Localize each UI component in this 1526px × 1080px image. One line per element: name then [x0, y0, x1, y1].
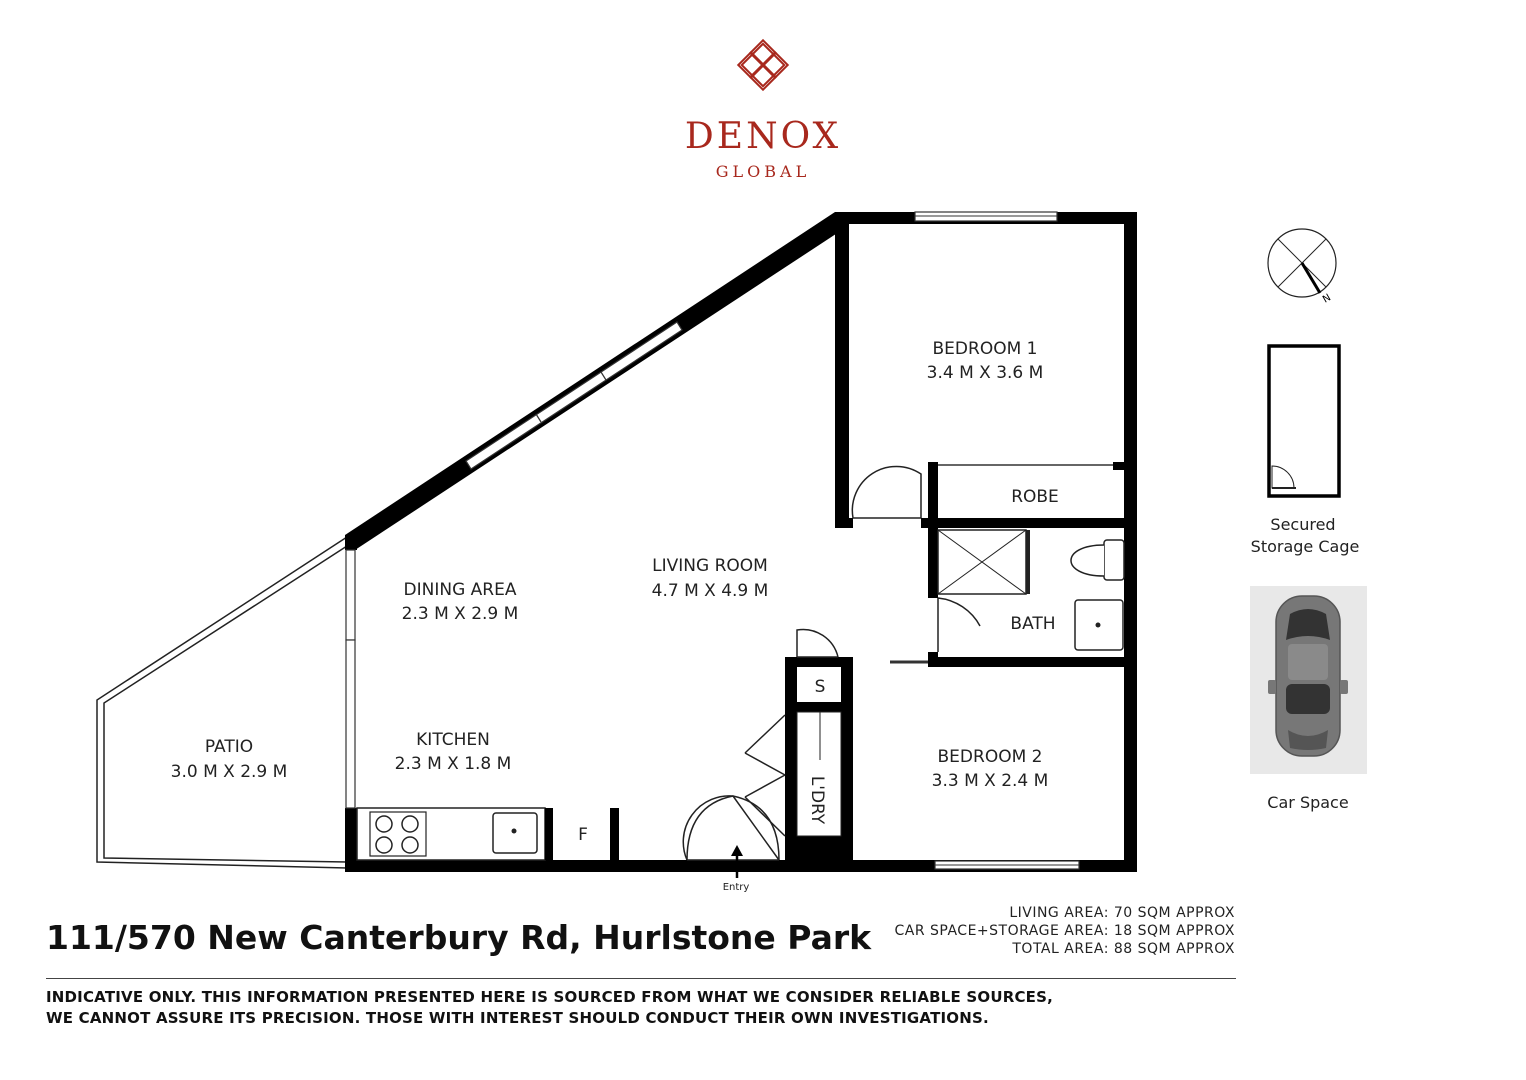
- storage-cage-line2: Storage Cage: [1251, 537, 1360, 556]
- kitchen-name: KITCHEN: [416, 730, 490, 750]
- living-name: LIVING ROOM: [652, 556, 768, 576]
- compass-north-label: N: [1321, 292, 1333, 305]
- kitchen-dims: 2.3 M X 1.8 M: [395, 754, 512, 774]
- brand-subtitle: GLOBAL: [716, 162, 810, 181]
- robe-name: ROBE: [1011, 487, 1059, 507]
- car-icon: [1268, 595, 1348, 757]
- north-compass-icon: N: [1267, 228, 1337, 306]
- disclaimer-line-1: INDICATIVE ONLY. THIS INFORMATION PRESEN…: [46, 988, 1054, 1006]
- area-summary: LIVING AREA: 70 SQM APPROX CAR SPACE+STO…: [895, 904, 1236, 958]
- divider: [46, 978, 1236, 979]
- disclaimer-line-2: WE CANNOT ASSURE ITS PRECISION. THOSE WI…: [46, 1009, 989, 1027]
- car-space-label: Car Space: [1267, 793, 1348, 812]
- brand-name: DENOX: [685, 116, 841, 157]
- bedroom1-dims: 3.4 M X 3.6 M: [927, 363, 1044, 383]
- laundry-label: L'DRY: [807, 776, 827, 825]
- bath-name: BATH: [1010, 614, 1055, 634]
- kitchen-fixtures: [356, 807, 619, 861]
- bedroom1-walls: [835, 212, 1137, 528]
- knot-logo-icon: [736, 38, 790, 92]
- patio-dims: 3.0 M X 2.9 M: [171, 762, 288, 782]
- living-dims: 4.7 M X 4.9 M: [652, 581, 769, 601]
- car-storage-area-line: CAR SPACE+STORAGE AREA: 18 SQM APPROX: [894, 923, 1235, 939]
- property-address: 111/570 New Canterbury Rd, Hurlstone Par…: [46, 918, 872, 957]
- entry-door: [682, 795, 780, 878]
- storage-cage-icon: Secured Storage Cage: [1251, 344, 1360, 556]
- bedroom2-dims: 3.3 M X 2.4 M: [932, 771, 1049, 791]
- brand-logo: DENOX GLOBAL: [685, 38, 841, 181]
- bath-walls: [890, 528, 1137, 667]
- patio-outline: [96, 535, 348, 869]
- windows: [345, 211, 1080, 870]
- dining-name: DINING AREA: [404, 580, 517, 600]
- bedroom1-name: BEDROOM 1: [933, 339, 1038, 359]
- dining-dims: 2.3 M X 2.9 M: [402, 604, 519, 624]
- fridge-label: F: [578, 825, 588, 845]
- storage-s-label: S: [815, 677, 826, 697]
- car-space: Car Space: [1250, 586, 1367, 812]
- bedroom2-name: BEDROOM 2: [938, 747, 1043, 767]
- entry-label: Entry: [723, 882, 750, 893]
- bedroom2-walls: [744, 628, 853, 872]
- disclaimer: INDICATIVE ONLY. THIS INFORMATION PRESEN…: [46, 987, 1053, 1029]
- patio-name: PATIO: [205, 737, 253, 757]
- total-area-line: TOTAL AREA: 88 SQM APPROX: [1012, 941, 1235, 957]
- living-area-line: LIVING AREA: 70 SQM APPROX: [1009, 905, 1235, 921]
- room-labels: BEDROOM 1 3.4 M X 3.6 M ROBE BATH LIVING…: [171, 339, 1059, 893]
- storage-cage-line1: Secured: [1270, 515, 1335, 534]
